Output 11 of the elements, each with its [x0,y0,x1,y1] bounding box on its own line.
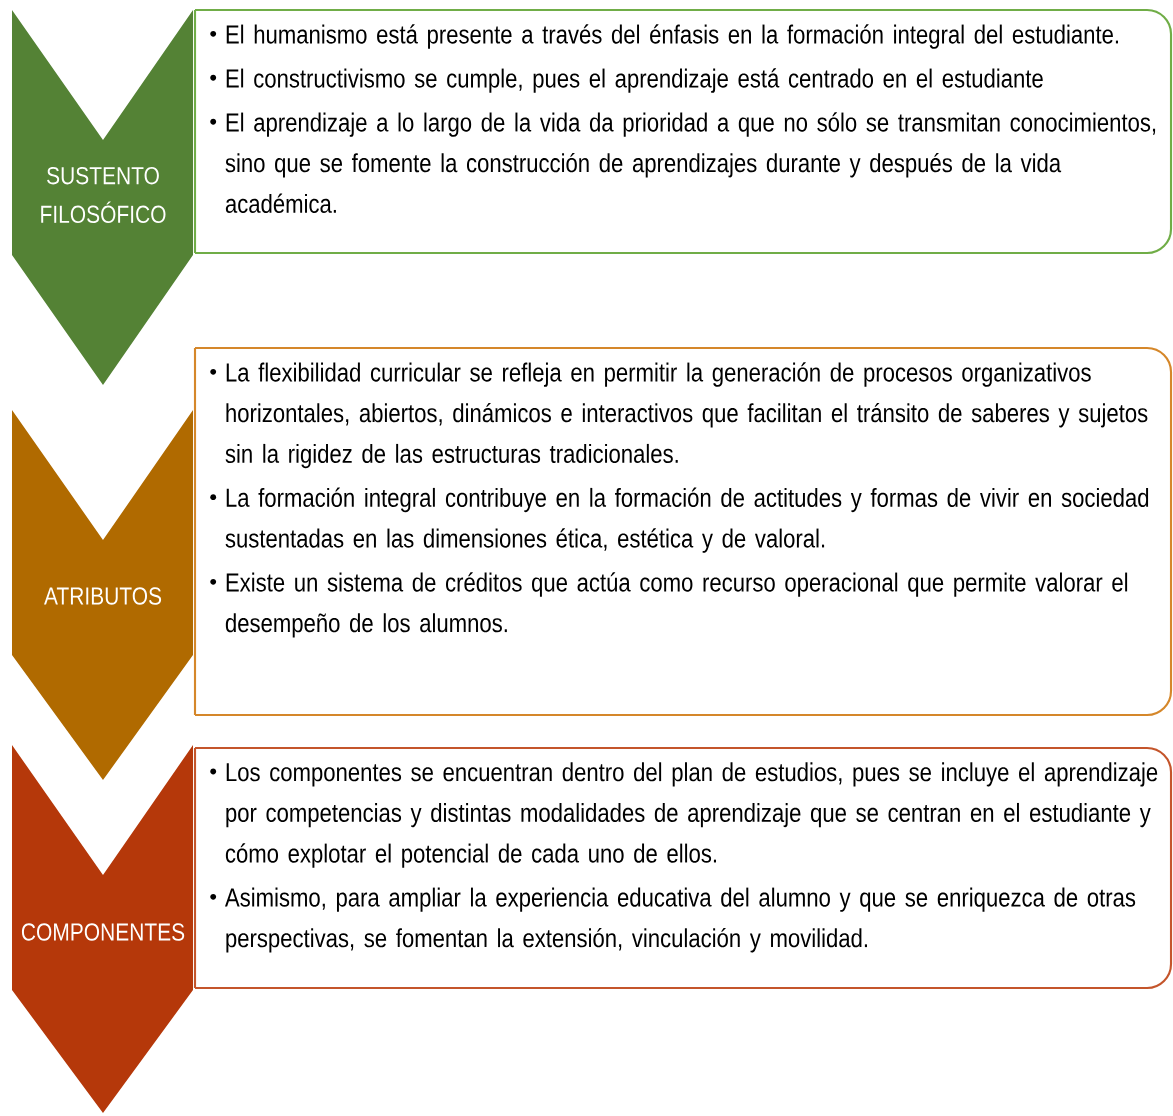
bullet-text: El constructivismo se cumple, pues el aprendizaje está centrado en el estudiante [226,68,1043,93]
bullet-text: La flexibilidad curricular se refleja en permitir la generación de procesos organizativos horizontales, abiertos, dinámicos e interactivos que facilitan el tránsito de saberes y sujetos sin la rigidez de las estructuras tradicionales. [225,362,1148,469]
text-box [193,346,1173,717]
bullet-text: El humanismo está presente a través del énfasis en la formación integral del estudiante. [226,24,1118,49]
bullet-text: Existe un sistema de créditos que actúa como recurso operacional que permite valorar el desempeño de los alumnos. [225,572,1128,638]
bullet-text: La formación integral contribuye en la formación de actitudes y formas de vivir en sociedad sustentadas en las dimensiones ética, estética y de valoral. [225,487,1149,553]
text-box [193,746,1173,990]
bullet-text: El aprendizaje a lo largo de la vida da prioridad a que no sólo se transmitan conocimientos, sino que se fomente la construcción de aprendizajes durante y después de la vida académica. [225,112,1156,213]
bullet-text: Asimismo, para ampliar la experiencia educativa del alumno y que se enriquezca de otras perspectivas, se fomentan la extensión, vinculación y movilidad. [225,887,1136,953]
bullet-text: Los componentes se encuentran dentro del plan de estudios, pues se incluye el aprendizaje por competencias y distintas modalidades de aprendizaje que se centran en el estudiante y cómo explotar el potencial de cada uno de ellos. [225,762,1158,868]
text-box [193,8,1173,255]
